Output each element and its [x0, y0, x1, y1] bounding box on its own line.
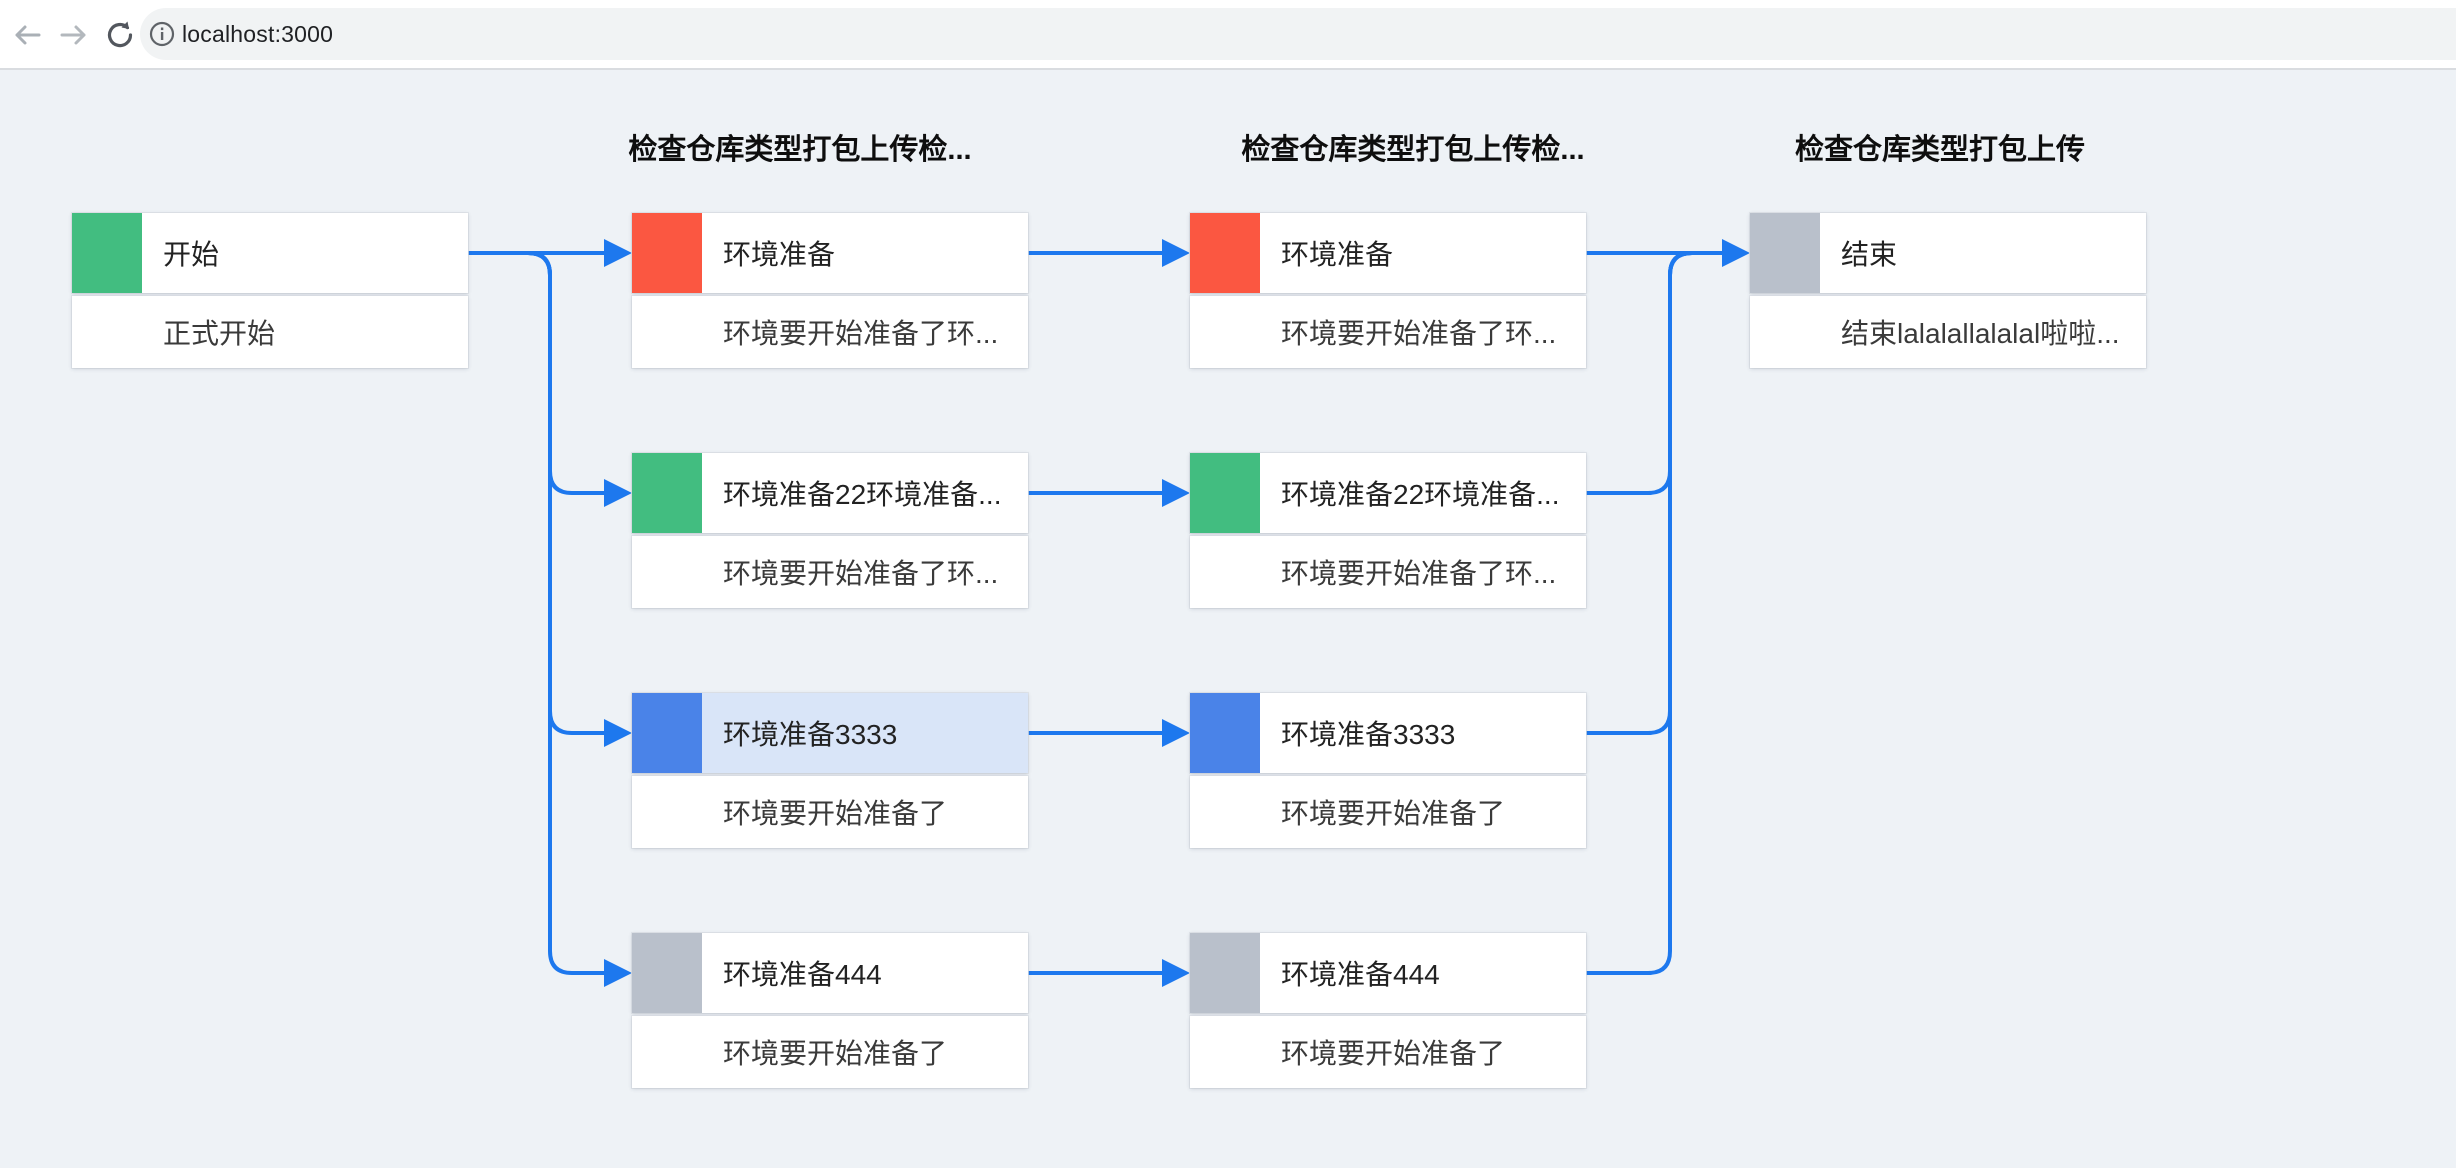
flow-node-check2-env22[interactable]: 环境准备22环境准备... 环境要开始准备了环...	[1190, 453, 1586, 608]
status-swatch-icon	[72, 213, 142, 293]
column-title-1: 检查仓库类型打包上传检...	[628, 134, 972, 166]
browser-toolbar: localhost:3000	[0, 0, 2456, 70]
node-title: 环境准备	[723, 239, 836, 270]
node-title: 环境准备444	[1281, 959, 1440, 990]
arrowhead-icon	[604, 239, 632, 267]
node-title: 开始	[163, 239, 220, 270]
arrowhead-icon	[1722, 239, 1750, 267]
node-title: 结束	[1841, 239, 1898, 270]
arrowhead-icon	[1162, 239, 1190, 267]
arrowhead-icon	[604, 479, 632, 507]
node-header: 环境准备3333	[1190, 693, 1586, 773]
node-header: 环境准备444	[632, 933, 1028, 1013]
node-description: 结束lalalallalalal啦啦...	[1750, 296, 2146, 368]
node-description: 正式开始	[72, 296, 468, 368]
arrowhead-icon	[1162, 959, 1190, 987]
node-header: 环境准备	[1190, 213, 1586, 293]
reload-icon[interactable]	[105, 20, 135, 50]
node-description: 环境要开始准备了环...	[1190, 296, 1586, 368]
node-title: 环境准备3333	[723, 719, 898, 750]
node-description: 环境要开始准备了	[1190, 776, 1586, 848]
flow-node-check2-env3333[interactable]: 环境准备3333 环境要开始准备了	[1190, 693, 1586, 848]
node-header: 环境准备3333	[632, 693, 1028, 773]
status-swatch-icon	[1190, 693, 1260, 773]
arrowhead-icon	[1162, 479, 1190, 507]
node-header: 环境准备444	[1190, 933, 1586, 1013]
node-description: 环境要开始准备了	[632, 776, 1028, 848]
edge-start-check1-env444	[468, 251, 606, 975]
node-title: 环境准备22环境准备...	[723, 479, 1002, 510]
node-description: 环境要开始准备了	[1190, 1016, 1586, 1088]
url-text: localhost:3000	[182, 21, 334, 47]
status-swatch-icon	[632, 453, 702, 533]
node-header: 环境准备22环境准备...	[1190, 453, 1586, 533]
back-arrow-icon[interactable]	[12, 20, 42, 50]
column-title-2: 检查仓库类型打包上传检...	[1241, 134, 1585, 166]
flow-node-check1-env444[interactable]: 环境准备444 环境要开始准备了	[632, 933, 1028, 1088]
arrowhead-icon	[1162, 719, 1190, 747]
status-swatch-icon	[632, 693, 702, 773]
edge-start-check1-env22	[468, 251, 606, 495]
node-title: 环境准备	[1281, 239, 1394, 270]
node-title: 环境准备3333	[1281, 719, 1456, 750]
arrowhead-icon	[604, 719, 632, 747]
node-header: 环境准备22环境准备...	[632, 453, 1028, 533]
status-swatch-icon	[1190, 213, 1260, 293]
node-description: 环境要开始准备了	[632, 1016, 1028, 1088]
status-swatch-icon	[632, 213, 702, 293]
arrowheads-layer	[604, 239, 1750, 987]
node-description: 环境要开始准备了环...	[632, 296, 1028, 368]
edges-layer	[468, 251, 1724, 975]
arrowhead-icon	[604, 959, 632, 987]
flow-node-check2-env444[interactable]: 环境准备444 环境要开始准备了	[1190, 933, 1586, 1088]
edge-check2-env22-end	[1586, 251, 1724, 495]
flow-node-check1-env22[interactable]: 环境准备22环境准备... 环境要开始准备了环...	[632, 453, 1028, 608]
status-swatch-icon	[1190, 453, 1260, 533]
flow-node-end[interactable]: 结束 结束lalalallalalal啦啦...	[1750, 213, 2146, 368]
node-title: 环境准备444	[723, 959, 882, 990]
status-swatch-icon	[1190, 933, 1260, 1013]
node-description: 环境要开始准备了环...	[632, 536, 1028, 608]
flow-node-start[interactable]: 开始 正式开始	[72, 213, 468, 368]
flow-node-check1-env[interactable]: 环境准备 环境要开始准备了环...	[632, 213, 1028, 368]
node-description: 环境要开始准备了环...	[1190, 536, 1586, 608]
flow-node-check1-env3333[interactable]: 环境准备3333 环境要开始准备了	[632, 693, 1028, 848]
column-title-3: 检查仓库类型打包上传	[1794, 134, 2085, 166]
status-swatch-icon	[1750, 213, 1820, 293]
flow-node-check2-env[interactable]: 环境准备 环境要开始准备了环...	[1190, 213, 1586, 368]
node-header: 结束	[1750, 213, 2146, 293]
node-title: 环境准备22环境准备...	[1281, 479, 1560, 510]
node-header: 开始	[72, 213, 468, 293]
forward-arrow-icon[interactable]	[59, 20, 89, 50]
flow-canvas: 检查仓库类型打包上传检... 检查仓库类型打包上传检... 检查仓库类型打包上传	[0, 70, 2456, 1168]
node-header: 环境准备	[632, 213, 1028, 293]
edge-check2-env444-end	[1586, 251, 1724, 975]
status-swatch-icon	[632, 933, 702, 1013]
page-info-icon[interactable]	[149, 21, 175, 47]
address-bar[interactable]: localhost:3000	[140, 8, 2456, 60]
